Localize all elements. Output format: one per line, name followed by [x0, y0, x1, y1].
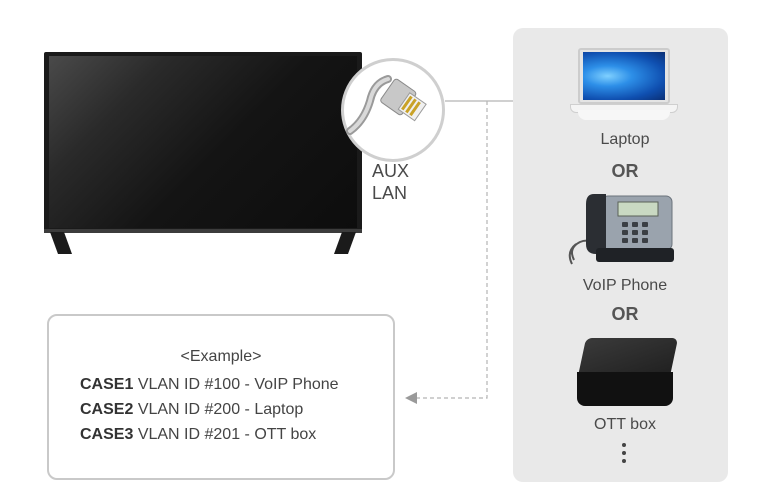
lan-connector-circle [341, 58, 445, 162]
case-1-name: CASE1 [80, 376, 134, 393]
laptop-keyboard [578, 110, 670, 120]
example-box [47, 314, 395, 480]
voip-phone-icon [568, 194, 674, 265]
or-label-1: OR [611, 161, 639, 181]
more-devices-dots [621, 443, 627, 467]
example-case-1: CASE1 VLAN ID #100 - VoIP Phone [80, 376, 339, 394]
case-2-name: CASE2 [80, 401, 134, 418]
aux-lan-label: AUX LAN [372, 160, 409, 204]
voip-phone-label: VoIP Phone [582, 277, 668, 294]
dashed-example-arrow-line [416, 101, 488, 399]
example-case-2: CASE2 VLAN ID #200 - Laptop [80, 401, 303, 419]
laptop-screen [583, 52, 665, 100]
laptop-label: Laptop [600, 131, 650, 148]
case-3-text: VLAN ID #201 - OTT box [137, 426, 317, 443]
case-2-text: VLAN ID #200 - Laptop [137, 401, 304, 418]
or-label-2: OR [611, 304, 639, 324]
case-3-name: CASE3 [80, 426, 134, 443]
ethernet-plug-icon [346, 75, 427, 135]
lan-label: LAN [372, 183, 408, 203]
aux-label: AUX [372, 161, 410, 181]
example-title: <Example> [180, 348, 262, 365]
ott-box-front [577, 372, 673, 406]
tv-bottom-bar [44, 229, 362, 233]
example-case-3: CASE3 VLAN ID #201 - OTT box [80, 426, 316, 444]
ott-box-label: OTT box [594, 416, 656, 433]
case-1-text: VLAN ID #100 - VoIP Phone [137, 376, 339, 393]
tv-screen [49, 56, 357, 228]
arrow-head [405, 392, 417, 404]
